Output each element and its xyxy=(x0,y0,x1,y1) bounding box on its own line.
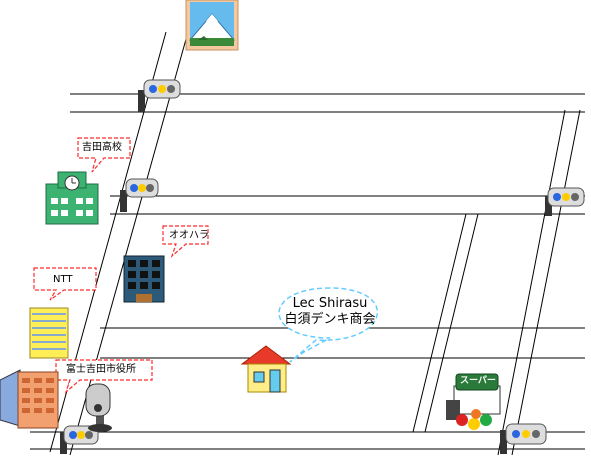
road-line xyxy=(412,213,467,433)
shop-callout-bubble xyxy=(278,287,379,363)
road-line xyxy=(69,31,189,456)
house-icon xyxy=(240,345,292,393)
shop-name-latin: Lec Shirasu xyxy=(292,296,368,311)
city-hall-label: 富士吉田市役所 xyxy=(66,364,136,375)
supermarket-label: スーパー xyxy=(460,376,496,386)
ntt-callout-box xyxy=(33,267,97,301)
office-building-icon xyxy=(123,255,165,303)
road-line xyxy=(511,109,581,456)
mount-fuji-stamp-icon xyxy=(185,0,239,51)
supermarket-icon xyxy=(446,373,501,430)
road-line xyxy=(424,213,479,433)
ohara-callout-box xyxy=(162,225,209,258)
traffic-light-icon xyxy=(500,423,547,454)
traffic-light-icon xyxy=(60,425,99,454)
city-hall-building-icon xyxy=(0,369,59,429)
public-telephone-icon xyxy=(85,383,112,432)
ohara-label: オオハラ xyxy=(169,230,209,241)
traffic-light-icon xyxy=(120,178,159,212)
ntt-label: NTT xyxy=(53,274,73,285)
traffic-light-icon xyxy=(545,187,585,216)
school-label: 吉田高校 xyxy=(82,142,122,153)
school-building-icon xyxy=(45,171,99,225)
tower-building-icon xyxy=(29,307,69,359)
school-callout-box xyxy=(77,137,131,173)
traffic-light-icon xyxy=(138,79,181,112)
shop-callout: Lec Shirasu 白須デンキ商会 xyxy=(268,296,392,328)
shop-name-japanese: 白須デンキ商会 xyxy=(284,312,376,327)
road-line xyxy=(497,109,566,456)
